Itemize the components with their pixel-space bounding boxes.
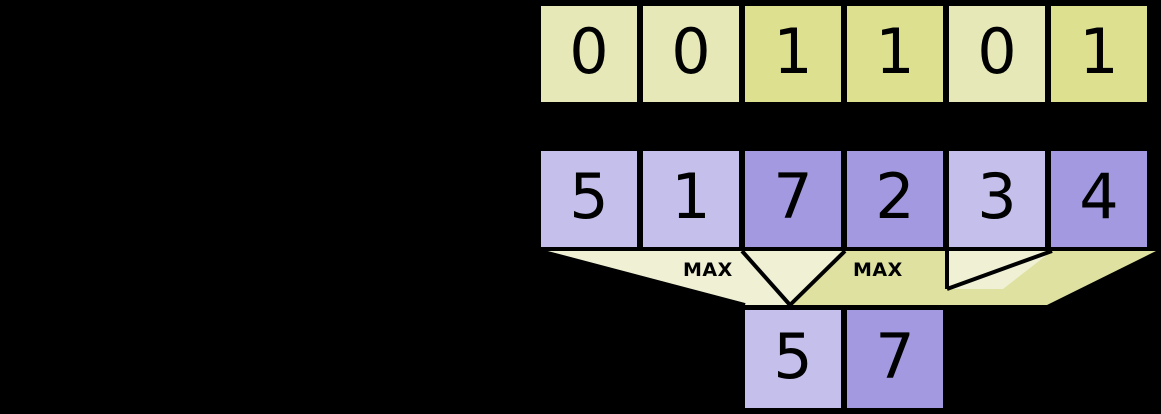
mask-cell-2[interactable]: 0 — [640, 3, 742, 105]
mask-cell-6[interactable]: 1 — [1048, 3, 1150, 105]
mask-cell-5[interactable]: 0 — [946, 3, 1048, 105]
funnel-outline-left — [539, 249, 746, 307]
value-cell-6-value: 4 — [1079, 160, 1119, 233]
mask-cell-2-value: 0 — [671, 15, 711, 88]
value-cell-2[interactable]: 1 — [640, 148, 742, 250]
output-cell-2[interactable]: 7 — [844, 307, 946, 411]
mask-cell-4-value: 1 — [875, 15, 915, 88]
mask-cell-1-value: 0 — [569, 15, 609, 88]
funnel-outline-mid — [788, 249, 847, 307]
value-cell-1[interactable]: 5 — [538, 148, 640, 250]
value-cell-4[interactable]: 2 — [844, 148, 946, 250]
mask-cell-3-value: 1 — [773, 15, 813, 88]
funnel-shape-light-left — [540, 251, 845, 305]
mask-cell-5-value: 0 — [977, 15, 1017, 88]
mask-cell-6-value: 1 — [1079, 15, 1119, 88]
value-cell-5-value: 3 — [977, 160, 1017, 233]
output-cell-1[interactable]: 5 — [742, 307, 844, 411]
max-label-2: MAX — [853, 259, 903, 281]
max-label-1: MAX — [683, 259, 733, 281]
mask-cell-3[interactable]: 1 — [742, 3, 844, 105]
value-cell-3[interactable]: 7 — [742, 148, 844, 250]
funnel-outline-dark-right — [946, 249, 1053, 291]
value-cell-5[interactable]: 3 — [946, 148, 1048, 250]
value-cell-4-value: 2 — [875, 160, 915, 233]
mask-cell-1[interactable]: 0 — [538, 3, 640, 105]
output-cell-1-value: 5 — [773, 320, 813, 393]
output-cell-2-value: 7 — [875, 320, 915, 393]
value-cell-3-value: 7 — [773, 160, 813, 233]
value-cell-6[interactable]: 4 — [1048, 148, 1150, 250]
value-cell-1-value: 5 — [569, 160, 609, 233]
funnel-outline-dark-left — [740, 249, 792, 307]
mask-cell-4[interactable]: 1 — [844, 3, 946, 105]
value-cell-2-value: 1 — [671, 160, 711, 233]
